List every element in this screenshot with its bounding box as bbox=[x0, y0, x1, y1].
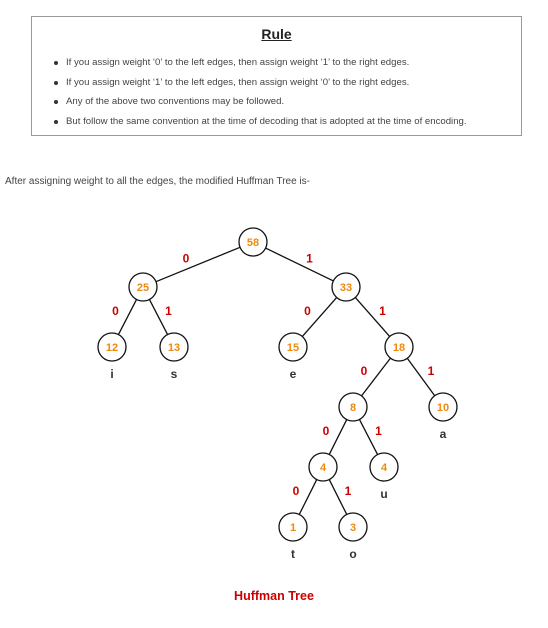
tree-edge bbox=[155, 246, 241, 283]
leaf-character: a bbox=[440, 427, 447, 441]
intro-text: After assigning weight to all the edges,… bbox=[5, 176, 310, 187]
tree-edge bbox=[301, 297, 338, 337]
leaf-character: o bbox=[349, 547, 356, 561]
node-circle bbox=[331, 272, 361, 302]
tree-node: 10 a bbox=[428, 392, 458, 441]
edge-weight-label: 1 bbox=[306, 252, 313, 266]
node-circle bbox=[338, 392, 368, 422]
node-value: 12 bbox=[106, 342, 118, 354]
node-value: 13 bbox=[168, 342, 180, 354]
leaf-character: s bbox=[171, 367, 178, 381]
node-value: 4 bbox=[381, 462, 388, 474]
tree-edge bbox=[117, 299, 138, 335]
tree-node: 18 bbox=[384, 332, 414, 362]
node-circle bbox=[278, 332, 308, 362]
edge-weight-label: 0 bbox=[304, 304, 311, 318]
rule-title: Rule bbox=[261, 26, 292, 42]
node-circle bbox=[159, 332, 189, 362]
tree-edge bbox=[354, 297, 391, 337]
edge-weight-label: 0 bbox=[112, 304, 119, 318]
tree-edge bbox=[328, 419, 348, 455]
node-value: 15 bbox=[287, 342, 299, 354]
tree-edge bbox=[361, 357, 391, 397]
edge-layer: 0 1 0 1 0 1 0 1 0 1 0 1 bbox=[112, 246, 436, 515]
node-circle bbox=[308, 452, 338, 482]
node-value: 8 bbox=[350, 402, 356, 414]
tree-node: 58 bbox=[238, 227, 268, 257]
node-circle bbox=[384, 332, 414, 362]
rule-item: If you assign weight ‘1’ to the left edg… bbox=[54, 73, 467, 93]
node-value: 33 bbox=[340, 282, 352, 294]
node-circle bbox=[97, 332, 127, 362]
leaf-character: u bbox=[380, 487, 387, 501]
edge-weight-label: 0 bbox=[361, 364, 368, 378]
rule-item: If you assign weight ‘0’ to the left edg… bbox=[54, 53, 467, 73]
tree-node: 12 i bbox=[97, 332, 127, 381]
node-value: 4 bbox=[320, 462, 327, 474]
node-circle bbox=[369, 452, 399, 482]
tree-node: 4u bbox=[369, 452, 399, 501]
edge-weight-label: 1 bbox=[165, 304, 172, 318]
rule-item: Any of the above two conventions may be … bbox=[54, 92, 467, 112]
rule-list: If you assign weight ‘0’ to the left edg… bbox=[54, 53, 467, 132]
rule-box: Rule If you assign weight ‘0’ to the lef… bbox=[31, 16, 522, 136]
diagram-caption: Huffman Tree bbox=[234, 589, 314, 603]
tree-edge bbox=[406, 357, 436, 397]
tree-edge bbox=[358, 419, 379, 455]
leaf-character: t bbox=[291, 547, 295, 561]
edge-weight-label: 0 bbox=[293, 484, 300, 498]
tree-node: 4 bbox=[308, 452, 338, 482]
tree-node: 13 s bbox=[159, 332, 189, 381]
tree-node: 33 bbox=[331, 272, 361, 302]
edge-weight-label: 0 bbox=[183, 252, 190, 266]
node-circle bbox=[278, 512, 308, 542]
edge-weight-label: 1 bbox=[379, 304, 386, 318]
tree-node: 1t bbox=[278, 512, 308, 561]
tree-node: 25 bbox=[128, 272, 158, 302]
node-value: 1 bbox=[290, 522, 296, 534]
node-circle bbox=[238, 227, 268, 257]
edge-weight-label: 1 bbox=[428, 364, 435, 378]
tree-edge bbox=[265, 247, 334, 282]
node-circle bbox=[338, 512, 368, 542]
tree-node: 8 bbox=[338, 392, 368, 422]
tree-edge bbox=[298, 479, 318, 515]
node-value: 18 bbox=[393, 342, 405, 354]
tree-edge bbox=[328, 479, 348, 515]
tree-node: 15 e bbox=[278, 332, 308, 381]
rule-item: But follow the same convention at the ti… bbox=[54, 112, 467, 132]
node-circle bbox=[128, 272, 158, 302]
edge-weight-label: 0 bbox=[323, 424, 330, 438]
node-circle bbox=[428, 392, 458, 422]
node-value: 25 bbox=[137, 282, 149, 294]
node-value: 58 bbox=[247, 237, 259, 249]
node-value: 10 bbox=[437, 402, 449, 414]
node-value: 3 bbox=[350, 522, 356, 534]
leaf-character: i bbox=[110, 367, 113, 381]
tree-edge bbox=[148, 299, 169, 335]
leaf-character: e bbox=[290, 367, 297, 381]
tree-node: 3o bbox=[338, 512, 368, 561]
edge-weight-label: 1 bbox=[375, 424, 382, 438]
edge-weight-label: 1 bbox=[345, 484, 352, 498]
